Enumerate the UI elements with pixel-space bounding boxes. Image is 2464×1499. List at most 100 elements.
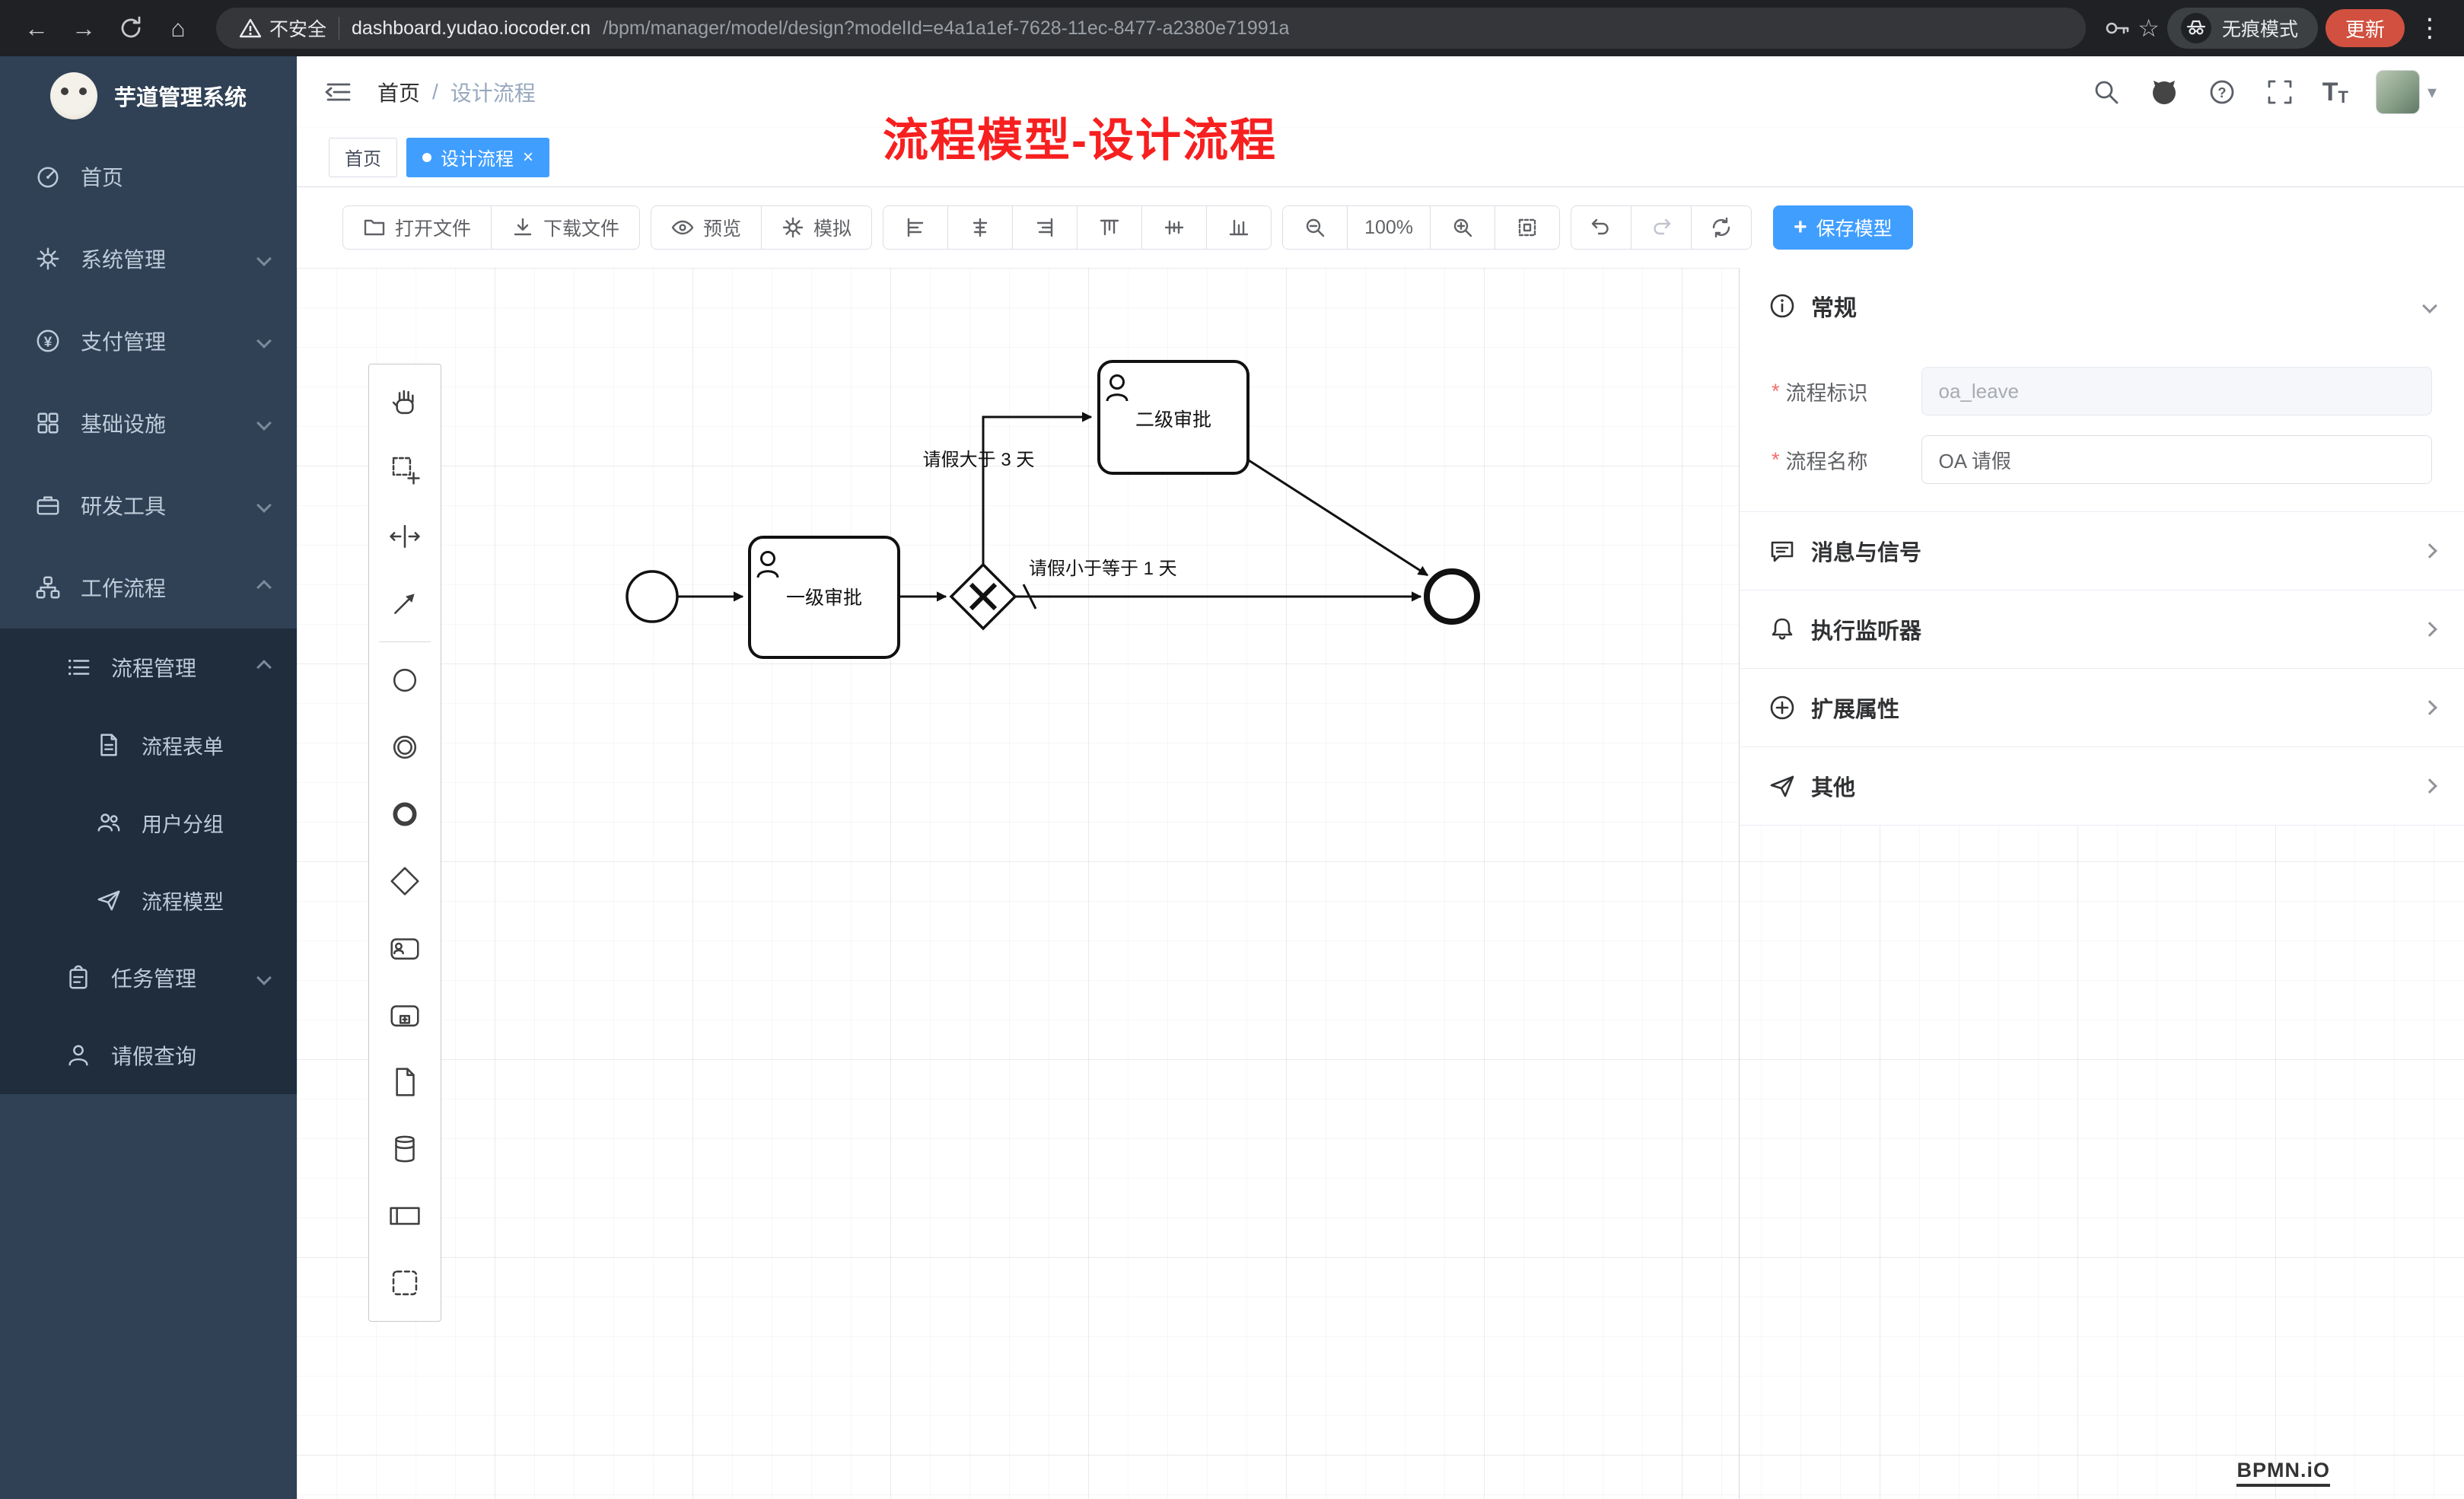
key-icon[interactable] xyxy=(2104,15,2130,41)
save-model-button[interactable]: + 保存模型 xyxy=(1773,205,1913,250)
exclusive-gateway[interactable] xyxy=(949,562,1017,631)
user-task-level2[interactable]: 二级审批 xyxy=(1097,360,1250,475)
folder-icon xyxy=(364,219,385,236)
sidebar-item-leave-query[interactable]: 请假查询 xyxy=(0,1017,297,1094)
zoom-level[interactable]: 100% xyxy=(1347,205,1431,250)
gear-icon xyxy=(782,217,804,238)
back-icon[interactable]: ← xyxy=(24,14,49,42)
global-connect-tool[interactable] xyxy=(371,570,438,637)
database-icon xyxy=(395,1135,415,1163)
section-general-header[interactable]: 常规 xyxy=(1740,268,2464,341)
create-subprocess[interactable] xyxy=(371,982,438,1049)
condition-label-gt[interactable]: 请假大于 3 天 xyxy=(923,450,1035,470)
forward-icon[interactable]: → xyxy=(72,14,96,42)
zoom-out-button[interactable] xyxy=(1282,205,1348,250)
plus-circle-icon xyxy=(1770,695,1794,720)
sidebar-item-user-group[interactable]: 用户分组 xyxy=(0,784,297,861)
section-title: 常规 xyxy=(1811,296,1857,321)
sidebar-item-payment[interactable]: ¥ 支付管理 xyxy=(0,300,297,382)
lasso-tool[interactable] xyxy=(371,436,438,503)
create-intermediate-event[interactable] xyxy=(371,714,438,781)
tab-home[interactable]: 首页 xyxy=(329,137,397,177)
sidebar-item-devtools[interactable]: 研发工具 xyxy=(0,464,297,546)
sidebar: 芋道管理系统 首页 系统管理 ¥ 支付管理 基础设施 研发工具 工作 xyxy=(0,56,297,1499)
required-mark: * xyxy=(1772,447,1780,471)
condition-label-le[interactable]: 请假小于等于 1 天 xyxy=(1029,559,1177,579)
align-left-button[interactable] xyxy=(883,205,949,250)
create-end-event[interactable] xyxy=(371,781,438,848)
section-execution-listener[interactable]: 执行监听器 xyxy=(1740,590,2464,669)
update-label: 更新 xyxy=(2345,18,2385,41)
download-file-button[interactable]: 下载文件 xyxy=(491,205,641,250)
section-extended-props[interactable]: 扩展属性 xyxy=(1740,669,2464,747)
dashboard-icon xyxy=(37,167,59,188)
zoom-reset-button[interactable] xyxy=(1495,205,1561,250)
open-file-button[interactable]: 打开文件 xyxy=(342,205,492,250)
sidebar-item-system[interactable]: 系统管理 xyxy=(0,218,297,300)
sidebar-item-process-form[interactable]: 流程表单 xyxy=(0,706,297,784)
align-right-button[interactable] xyxy=(1012,205,1078,250)
preview-button[interactable]: 预览 xyxy=(651,205,762,250)
user-task-icon xyxy=(756,551,779,578)
simulate-button[interactable]: 模拟 xyxy=(761,205,873,250)
align-middle-button[interactable] xyxy=(1141,205,1208,250)
close-icon[interactable]: × xyxy=(523,146,534,167)
fullscreen-icon[interactable] xyxy=(2265,77,2295,107)
create-start-event[interactable] xyxy=(371,647,438,714)
sidebar-item-process-model[interactable]: 流程模型 xyxy=(0,861,297,939)
process-key-input[interactable] xyxy=(1921,367,2432,415)
sidebar-item-label: 流程管理 xyxy=(111,657,197,680)
browser-menu-icon[interactable]: ⋮ xyxy=(2417,14,2443,43)
task2-label: 二级审批 xyxy=(1135,409,1211,431)
undo-icon xyxy=(1591,218,1609,235)
sidebar-toggle-icon[interactable] xyxy=(321,75,356,110)
restart-button[interactable] xyxy=(1691,205,1752,250)
user-avatar-menu[interactable]: ▾ xyxy=(2375,70,2437,114)
hand-tool[interactable] xyxy=(371,369,438,436)
align-bottom-button[interactable] xyxy=(1206,205,1272,250)
flow-task2-to-end[interactable] xyxy=(1248,459,1429,577)
plus-icon: + xyxy=(1794,215,1807,240)
search-icon[interactable] xyxy=(2091,77,2122,107)
create-user-task[interactable] xyxy=(371,915,438,982)
tab-design-process[interactable]: 设计流程 × xyxy=(406,137,550,177)
align-center-button[interactable] xyxy=(947,205,1014,250)
end-event[interactable] xyxy=(1424,568,1480,625)
process-name-input[interactable] xyxy=(1921,435,2432,484)
security-indicator[interactable]: 不安全 xyxy=(239,14,326,42)
zoom-in-button[interactable] xyxy=(1430,205,1496,250)
help-icon[interactable]: ? xyxy=(2207,77,2237,107)
home-icon[interactable]: ⌂ xyxy=(170,14,186,42)
sidebar-item-home[interactable]: 首页 xyxy=(0,135,297,218)
start-event[interactable] xyxy=(626,570,679,623)
sidebar-item-task-manage[interactable]: 任务管理 xyxy=(0,939,297,1017)
space-tool[interactable] xyxy=(371,503,438,570)
create-file-element[interactable] xyxy=(371,1049,438,1115)
bookmark-star-icon[interactable]: ☆ xyxy=(2138,14,2160,42)
github-icon[interactable] xyxy=(2149,77,2179,107)
create-participant[interactable] xyxy=(371,1182,438,1249)
sidebar-item-label: 任务管理 xyxy=(111,967,197,991)
lasso-icon xyxy=(392,457,420,485)
flow-gateway-to-task2[interactable] xyxy=(982,412,1093,565)
create-datastore[interactable] xyxy=(371,1115,438,1182)
update-button[interactable]: 更新 xyxy=(2325,9,2405,47)
section-message-signal[interactable]: 消息与信号 xyxy=(1740,512,2464,590)
create-group[interactable] xyxy=(371,1249,438,1316)
user-task-level1[interactable]: 一级审批 xyxy=(748,536,900,659)
app-logo[interactable]: 芋道管理系统 xyxy=(0,56,297,135)
breadcrumb-home[interactable]: 首页 xyxy=(377,81,421,105)
sidebar-item-infra[interactable]: 基础设施 xyxy=(0,382,297,464)
bpmn-diagram[interactable]: 一级审批 二级审批 xyxy=(297,268,2464,1499)
address-bar[interactable]: 不安全 dashboard.yudao.iocoder.cn /bpm/mana… xyxy=(216,8,2087,49)
redo-button[interactable] xyxy=(1631,205,1692,250)
reload-icon[interactable] xyxy=(111,8,151,48)
section-other[interactable]: 其他 xyxy=(1740,747,2464,826)
sidebar-item-process-manage[interactable]: 流程管理 xyxy=(0,629,297,706)
align-top-button[interactable] xyxy=(1077,205,1143,250)
create-gateway[interactable] xyxy=(371,848,438,915)
undo-button[interactable] xyxy=(1571,205,1632,250)
bpmn-io-watermark[interactable]: BPMN.iO xyxy=(2236,1459,2330,1487)
sidebar-item-workflow[interactable]: 工作流程 xyxy=(0,546,297,629)
